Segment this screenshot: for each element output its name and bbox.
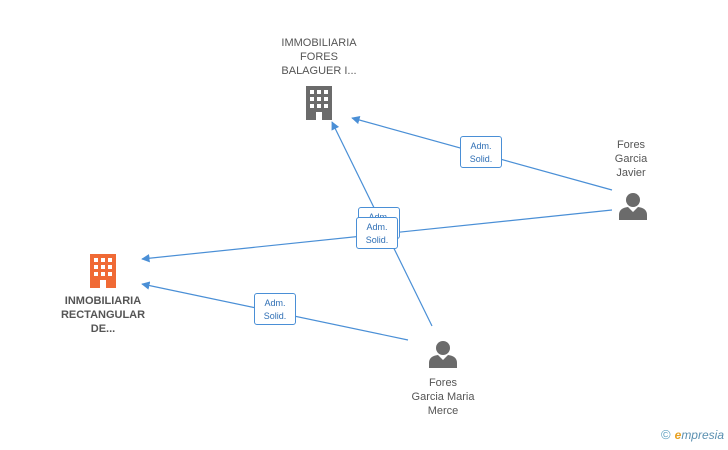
building-icon[interactable] [304,86,334,120]
building-icon[interactable] [88,254,118,288]
role-badge[interactable]: Adm.Solid. [254,293,296,325]
brand-footer: ©empresia [661,427,724,442]
node-label-fores-javier[interactable]: Fores Garcia Javier [614,139,648,179]
brand-logo-text: mpresia [681,428,724,442]
brand-logo-e: e [674,428,682,442]
copyright-icon: © [661,427,671,442]
node-label-balaguer[interactable]: IMMOBILIARIA FORES BALAGUER I... [281,37,357,77]
node-label-fores-maria[interactable]: Fores Garcia Maria Merce [411,377,475,417]
role-badge[interactable]: Adm.Solid. [460,136,502,168]
node-label-rectangular[interactable]: INMOBILIARIA RECTANGULAR DE... [60,295,146,335]
person-icon[interactable] [618,192,648,220]
role-badge[interactable]: Adm.Solid. [356,217,398,249]
person-icon[interactable] [428,340,458,368]
